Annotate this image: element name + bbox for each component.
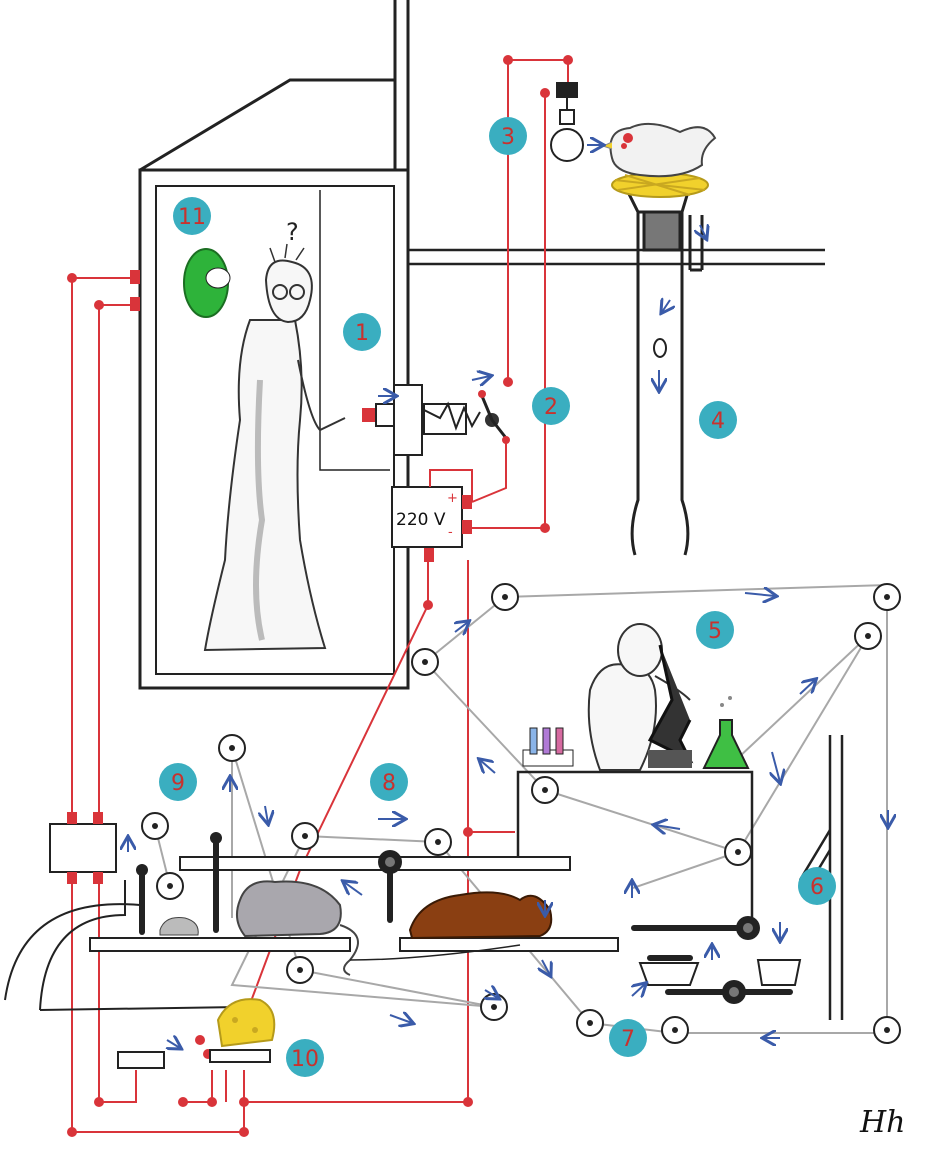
badge-8: 8 bbox=[382, 771, 396, 796]
badge-9: 9 bbox=[171, 771, 185, 796]
badge-circle-4 bbox=[699, 401, 737, 439]
cabin bbox=[138, 0, 410, 690]
badge-6: 6 bbox=[810, 875, 824, 900]
egg bbox=[653, 338, 667, 358]
mouse-pipe bbox=[4, 880, 241, 1011]
badge-4: 4 bbox=[711, 409, 725, 434]
lever-joints bbox=[136, 832, 760, 1004]
test-tubes bbox=[522, 727, 574, 767]
badge-labels: 1 2 3 4 5 6 7 8 9 10 11 bbox=[171, 125, 824, 1072]
badge-circle-1 bbox=[343, 313, 381, 351]
badge-1: 1 bbox=[355, 321, 369, 346]
wall-shelf bbox=[408, 248, 825, 266]
plus-sign: + bbox=[447, 491, 458, 506]
voltage-label: 220 V bbox=[396, 510, 446, 530]
badge-10: 10 bbox=[291, 1047, 319, 1072]
mouse bbox=[159, 917, 199, 936]
dog-leash bbox=[349, 944, 521, 961]
flask bbox=[702, 696, 750, 769]
cat bbox=[235, 880, 342, 938]
badge-circle-8 bbox=[370, 763, 408, 801]
motion-arrows bbox=[128, 145, 888, 1048]
egg-chute bbox=[625, 190, 704, 556]
badge-circle-6 bbox=[798, 867, 836, 905]
bucket bbox=[756, 959, 802, 986]
badge-circle-5 bbox=[696, 611, 734, 649]
badge-5: 5 bbox=[708, 619, 722, 644]
badge-2: 2 bbox=[544, 395, 558, 420]
wire-nodes bbox=[67, 55, 573, 1137]
badge-7: 7 bbox=[621, 1027, 635, 1052]
badge-circle-2 bbox=[532, 387, 570, 425]
badge-circle-7 bbox=[609, 1019, 647, 1057]
microscope bbox=[647, 644, 694, 768]
dog bbox=[408, 891, 553, 940]
power-supply bbox=[391, 486, 472, 562]
badge-3: 3 bbox=[501, 125, 515, 150]
cheese-tray bbox=[209, 1049, 271, 1063]
badges bbox=[159, 117, 836, 1077]
platforms bbox=[89, 856, 619, 952]
artist-signature: Hh bbox=[859, 1105, 905, 1140]
cheese bbox=[216, 998, 276, 1048]
badge-11: 11 bbox=[178, 205, 206, 230]
lab-desk bbox=[516, 770, 754, 920]
badge-circle-11 bbox=[173, 197, 211, 235]
minus-sign: - bbox=[448, 525, 453, 540]
badge-circle-3 bbox=[489, 117, 527, 155]
light-bulb bbox=[550, 82, 584, 162]
question-mark: ? bbox=[286, 218, 299, 246]
scientist-1 bbox=[203, 243, 346, 652]
pulley-hubs bbox=[152, 594, 890, 1033]
food-bowl bbox=[638, 955, 700, 986]
badge-circle-9 bbox=[159, 763, 197, 801]
junction-box bbox=[49, 812, 117, 884]
chicken bbox=[601, 122, 717, 178]
green-hat bbox=[183, 248, 231, 318]
switch-box bbox=[117, 1051, 165, 1069]
badge-circle-10 bbox=[286, 1039, 324, 1077]
